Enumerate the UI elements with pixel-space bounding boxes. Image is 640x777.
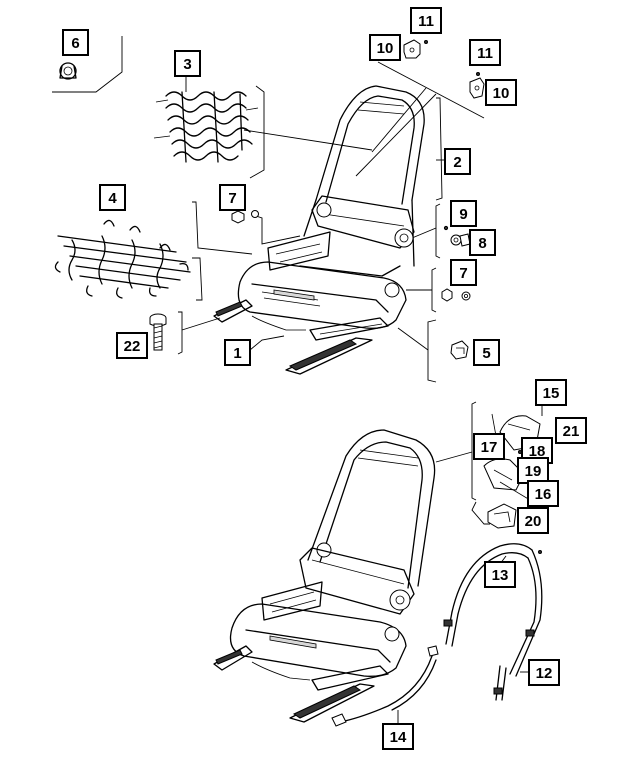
callout-14-label: 14 [390, 729, 407, 746]
upper-seat-frame [213, 85, 425, 375]
callout-10-right-label: 10 [493, 85, 510, 102]
callout-14: 14 [382, 723, 414, 750]
callout-9-label: 9 [459, 206, 467, 223]
part-4-cushion-spring [54, 219, 191, 299]
callout-2-label: 2 [453, 154, 461, 171]
callout-6-label: 6 [71, 35, 79, 52]
callout-21: 21 [555, 417, 587, 444]
callout-1-label: 1 [233, 345, 241, 362]
callout-3: 3 [174, 50, 201, 77]
callout-17: 17 [473, 433, 505, 460]
callout-9: 9 [450, 200, 477, 227]
callout-12-label: 12 [536, 665, 553, 682]
callout-7-lower: 7 [450, 259, 477, 286]
callout-10-top: 10 [369, 34, 401, 61]
part-5-clip [450, 340, 469, 360]
callout-11-top: 11 [410, 7, 442, 34]
callout-20: 20 [517, 507, 549, 534]
callouts: 6 3 10 11 11 10 2 4 7 9 8 7 22 1 5 15 21… [62, 7, 587, 750]
part-7-upper-nuts [231, 210, 259, 224]
callout-15: 15 [535, 379, 567, 406]
callout-1: 1 [224, 339, 251, 366]
part-8-9-bushing [443, 225, 471, 247]
callout-19-label: 19 [525, 463, 542, 480]
callout-11-right-label: 11 [477, 45, 493, 62]
part-7-lower-nuts [441, 288, 471, 302]
part-3-spring-mat [153, 91, 259, 163]
callout-4-label: 4 [108, 190, 117, 207]
callout-17-label: 17 [481, 439, 498, 456]
callout-21-label: 21 [563, 423, 580, 440]
callout-15-label: 15 [543, 385, 560, 402]
part-6-ring-clip [59, 62, 77, 80]
leader-lines [52, 36, 543, 724]
part-22-bolt [149, 313, 167, 351]
part-10-11-top-brackets [403, 39, 485, 99]
callout-5: 5 [473, 339, 500, 366]
callout-7-lower-label: 7 [459, 265, 467, 282]
callout-5-label: 5 [482, 345, 490, 362]
callout-10-right: 10 [485, 79, 517, 106]
callout-10-top-label: 10 [377, 40, 394, 57]
callout-13-label: 13 [492, 567, 509, 584]
callout-11-top-label: 11 [418, 13, 434, 30]
callout-11-right: 11 [469, 39, 501, 66]
part-12-13-14-cables [331, 543, 543, 727]
callout-18-label: 18 [529, 443, 546, 460]
callout-20-label: 20 [525, 513, 542, 530]
callout-22-label: 22 [124, 338, 141, 355]
callout-12: 12 [528, 659, 560, 686]
callout-16-label: 16 [535, 486, 552, 503]
callout-2: 2 [444, 148, 471, 175]
callout-19: 19 [517, 457, 549, 484]
callout-3-label: 3 [183, 56, 191, 73]
callout-7-upper-label: 7 [228, 190, 236, 207]
callout-22: 22 [116, 332, 148, 359]
callout-7-upper: 7 [219, 184, 246, 211]
callout-13: 13 [484, 561, 516, 588]
callout-8: 8 [469, 229, 496, 256]
lower-seat-frame [213, 429, 436, 723]
callout-4: 4 [99, 184, 126, 211]
callout-8-label: 8 [478, 235, 486, 252]
callout-16: 16 [527, 480, 559, 507]
callout-6: 6 [62, 29, 89, 56]
